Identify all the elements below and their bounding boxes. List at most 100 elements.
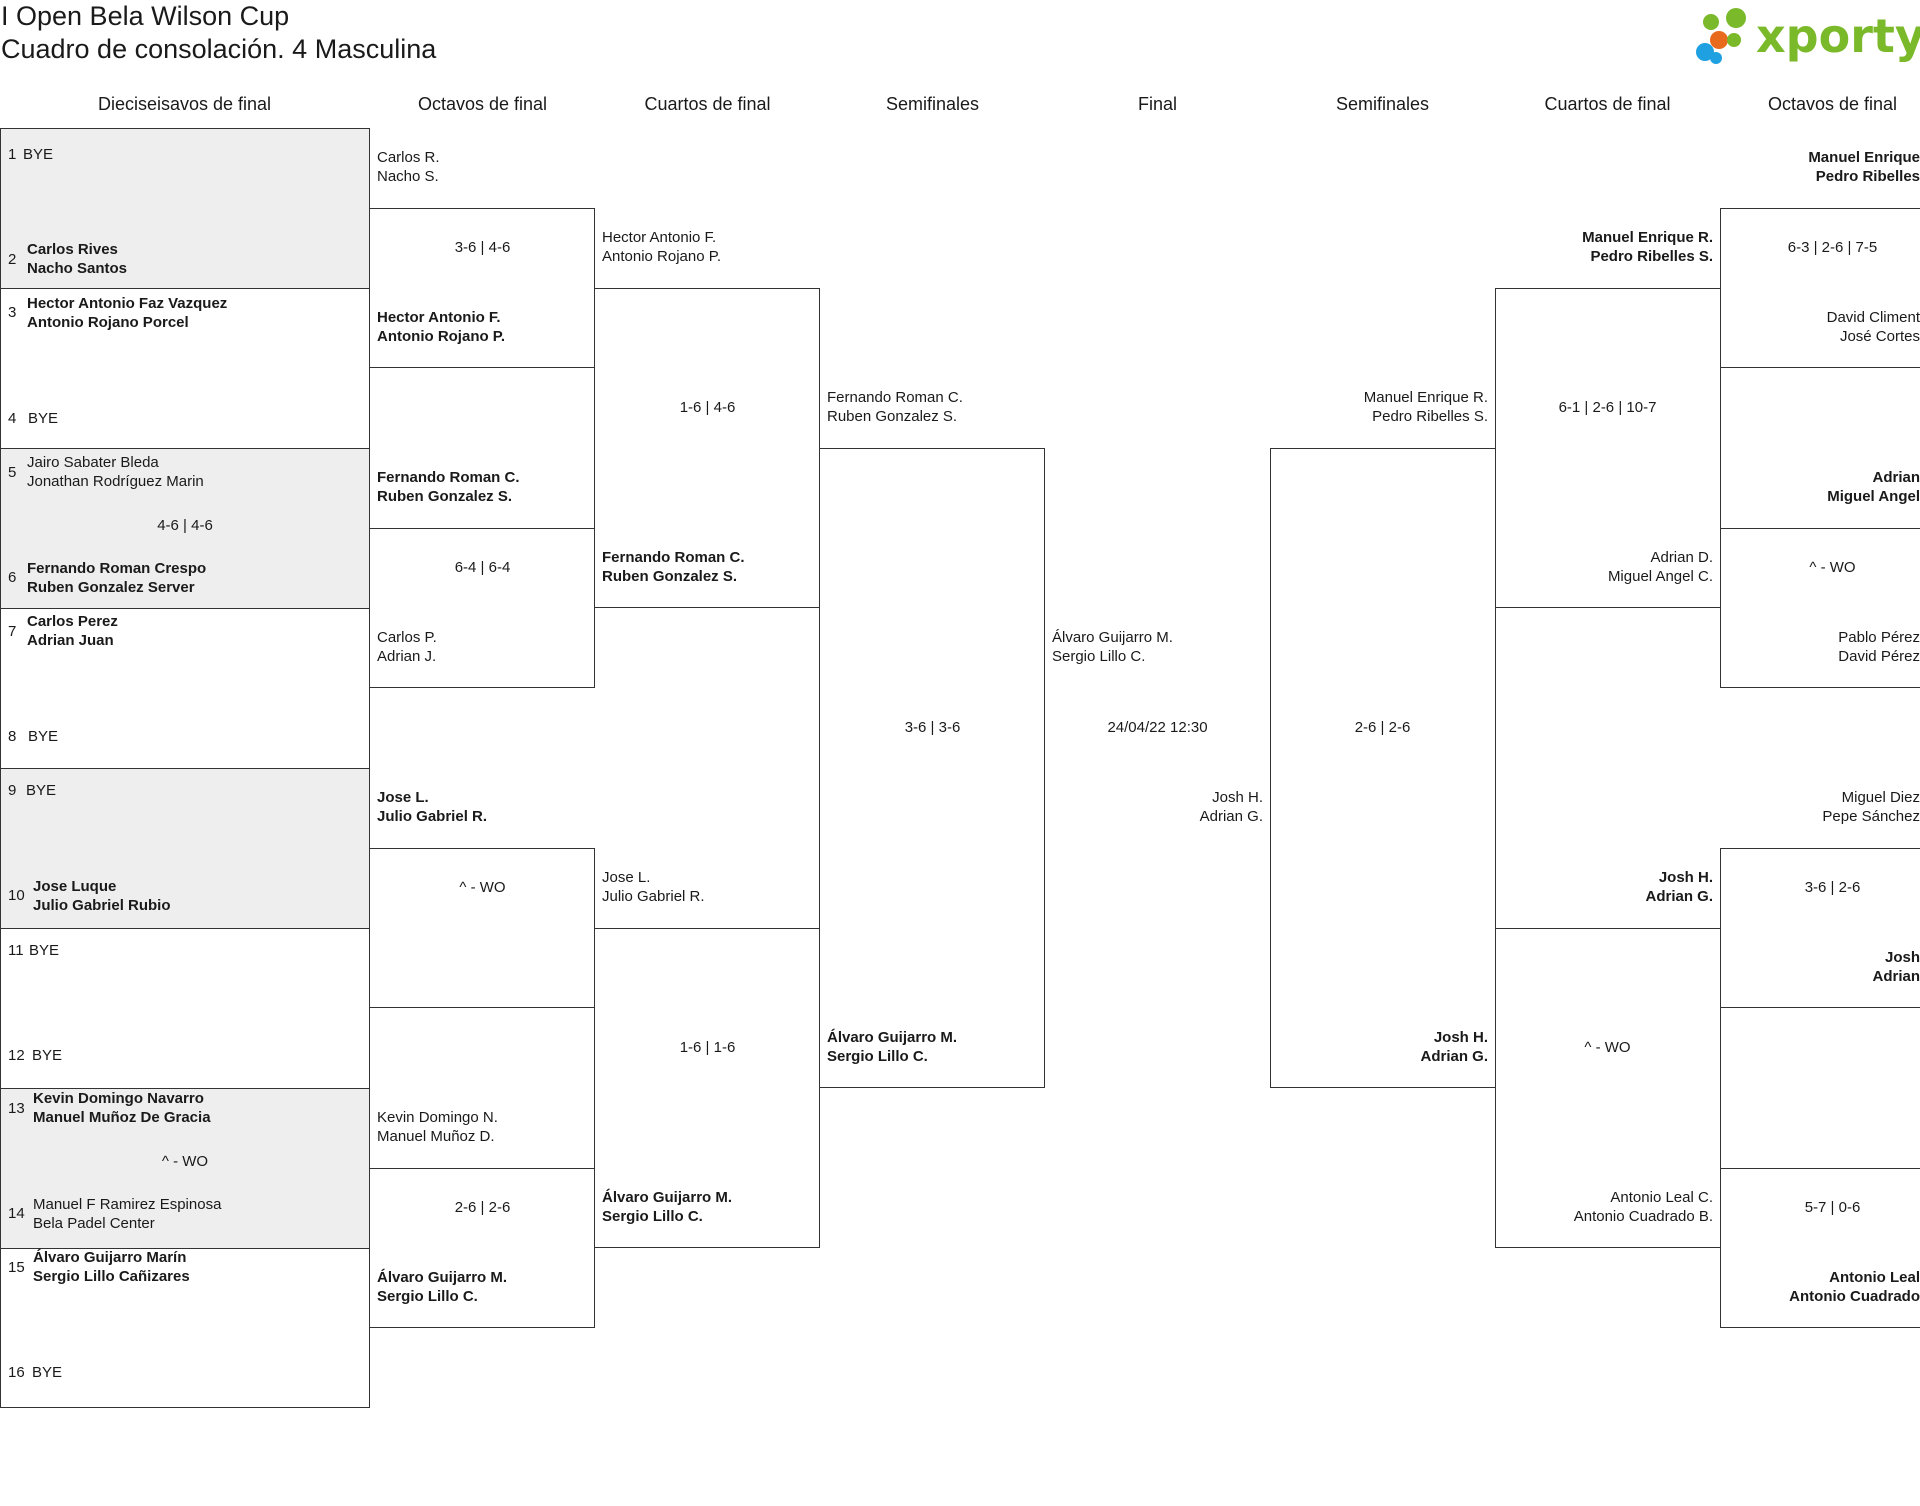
player-name: BYE — [23, 146, 54, 163]
seed-number: 9 — [8, 782, 17, 799]
team-label: Carlos R.Nacho S. — [377, 149, 440, 185]
team-label: Álvaro Guijarro M.Sergio Lillo C. — [602, 1189, 733, 1225]
r32-match-box — [0, 448, 370, 608]
match-score: 6-1 | 2-6 | 10-7 — [1558, 399, 1657, 416]
seed-number: 11 — [8, 942, 24, 959]
column-header-left-qf: Cuartos de final — [644, 94, 771, 114]
match-score: ^ - WO — [1809, 559, 1856, 576]
seed-number: 6 — [8, 569, 17, 586]
match-score: ^ - WO — [161, 1153, 209, 1170]
finalist-left: Álvaro Guijarro M.Sergio Lillo C. — [1052, 629, 1173, 665]
r32-match-box — [0, 928, 370, 1088]
seed-number: 14 — [8, 1205, 25, 1222]
final-datetime: 24/04/22 12:30 — [1107, 719, 1208, 736]
logo-icon: xporty — [1696, 8, 1920, 64]
column-header-right-sf: Semifinales — [1335, 94, 1430, 114]
seed-number: 8 — [8, 728, 17, 745]
match-score: 2-6 | 2-6 — [454, 1199, 511, 1216]
team-label: Kevin Domingo N.Manuel Muñoz D. — [377, 1109, 498, 1145]
match-score: 6-4 | 6-4 — [454, 559, 511, 576]
team-label: Fernando Roman C.Ruben Gonzalez S. — [602, 549, 745, 585]
match-score: 5-7 | 0-6 — [1804, 1199, 1861, 1216]
seed-number: 10 — [8, 887, 25, 904]
match-score: 3-6 | 2-6 — [1804, 879, 1861, 896]
seed-number: 4 — [8, 410, 17, 427]
match-score: 2-6 | 2-6 — [1354, 719, 1411, 736]
bracket-connector — [369, 1168, 595, 1328]
bracket-connector — [594, 928, 820, 1248]
bracket-connector — [1495, 928, 1721, 1248]
team-label: Manuel Enrique R.Pedro Ribelles S. — [1363, 389, 1488, 425]
r32-match-box — [0, 768, 370, 928]
column-header-left-sf: Semifinales — [885, 94, 980, 114]
seed-number: 15 — [8, 1259, 25, 1276]
r32-match-box — [0, 288, 370, 448]
bracket-connector — [1495, 288, 1721, 608]
team-label: Hector Antonio F.Antonio Rojano P. — [377, 309, 506, 345]
xporty-logo: xporty — [1690, 2, 1920, 72]
bracket-connector — [1720, 848, 1920, 1008]
team-label: Fernando Roman C.Ruben Gonzalez S. — [377, 469, 520, 505]
team-label: Josh H.Adrian G. — [1420, 1029, 1488, 1065]
team-label: Jose L.Julio Gabriel R. — [602, 869, 705, 905]
team-label: Jose L.Julio Gabriel R. — [377, 789, 488, 825]
seed-number: 5 — [8, 464, 17, 481]
match-score: ^ - WO — [459, 879, 506, 896]
seed-number: 3 — [8, 304, 17, 321]
match-score: ^ - WO — [1584, 1039, 1631, 1056]
page-subtitle: Cuadro de consolación. 4 Masculina — [1, 34, 437, 64]
team-label: Adrian D.Miguel Angel C. — [1607, 549, 1713, 585]
match-score: 3-6 | 3-6 — [904, 719, 961, 736]
player-name: BYE — [28, 410, 59, 427]
svg-text:xporty: xporty — [1756, 9, 1920, 63]
seed-number: 1 — [8, 146, 17, 163]
player-name: BYE — [26, 782, 57, 799]
bracket-connector — [819, 448, 1045, 1088]
bracket-connector — [1720, 1168, 1920, 1328]
column-header-right-qf: Cuartos de final — [1544, 94, 1671, 114]
team-label: Antonio Leal C.Antonio Cuadrado B. — [1573, 1189, 1713, 1225]
seed-number: 13 — [8, 1100, 25, 1117]
match-score: 1-6 | 1-6 — [679, 1039, 736, 1056]
player-name: BYE — [32, 1047, 63, 1064]
team-label: Josh H.Adrian G. — [1645, 869, 1713, 905]
match-score: 1-6 | 4-6 — [679, 399, 736, 416]
column-header-left-r16: Octavos de final — [417, 94, 548, 114]
column-header-r32: Dieciseisavos de final — [97, 94, 272, 114]
bracket-connector — [369, 848, 595, 1008]
player-name: BYE — [32, 1364, 63, 1381]
column-header-right-r16: Octavos de final — [1767, 94, 1898, 114]
r32-match-box — [0, 1088, 370, 1248]
column-header-final: Final — [1137, 94, 1177, 114]
team-label: Álvaro Guijarro M.Sergio Lillo C. — [827, 1029, 958, 1065]
bracket-connector — [1720, 528, 1920, 688]
team-label: Carlos P.Adrian J. — [377, 629, 437, 665]
player-name: BYE — [28, 728, 59, 745]
team-label: Hector Antonio F.Antonio Rojano P. — [602, 229, 721, 265]
r32-match-box — [0, 608, 370, 768]
team-label: Manuel Enrique R.Pedro Ribelles S. — [1582, 229, 1713, 265]
bracket-connector — [1270, 448, 1496, 1088]
finalist-right: Josh H.Adrian G. — [1199, 789, 1263, 825]
seed-number: 16 — [8, 1364, 25, 1381]
seed-number: 12 — [8, 1047, 25, 1064]
team-label: Álvaro Guijarro M.Sergio Lillo C. — [377, 1269, 508, 1305]
bracket-connector — [1720, 208, 1920, 368]
match-score: 4-6 | 4-6 — [157, 517, 213, 534]
team-label: Fernando Roman C.Ruben Gonzalez S. — [827, 389, 963, 425]
